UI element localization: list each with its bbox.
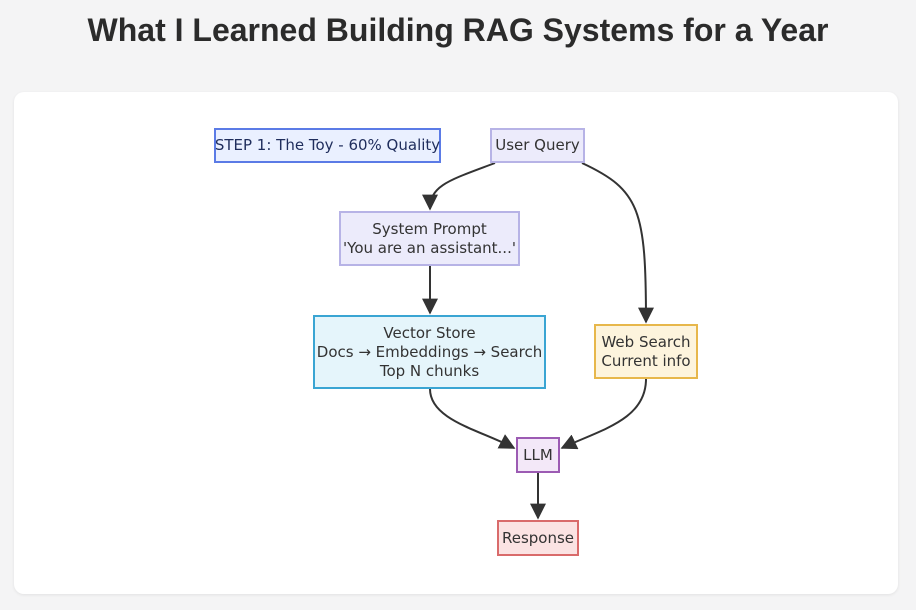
- vector-store-title: Vector Store: [383, 323, 476, 342]
- web-search-node: Web Search Current info: [594, 324, 698, 379]
- edge-query-to-prompt: [422, 162, 496, 211]
- step-label-text: STEP 1: The Toy - 60% Quality: [214, 136, 441, 154]
- llm-text: LLM: [523, 445, 553, 464]
- edge-websearch-to-llm: [560, 378, 647, 450]
- step-label-node: STEP 1: The Toy - 60% Quality: [214, 128, 441, 163]
- system-prompt-title: System Prompt: [372, 219, 487, 238]
- vector-store-pipeline: Docs → Embeddings → Search: [316, 342, 543, 361]
- response-node: Response: [497, 520, 579, 556]
- web-search-title: Web Search: [601, 332, 691, 351]
- system-prompt-node: System Prompt 'You are an assistant...': [339, 211, 520, 266]
- page-title: What I Learned Building RAG Systems for …: [87, 12, 829, 48]
- user-query-text: User Query: [495, 136, 580, 154]
- system-prompt-detail: 'You are an assistant...': [343, 238, 516, 257]
- vector-store-detail: Top N chunks: [379, 361, 480, 380]
- edge-query-to-websearch: [581, 162, 654, 324]
- web-search-detail: Current info: [601, 351, 691, 370]
- llm-node: LLM: [516, 437, 560, 473]
- edge-vector-to-llm: [429, 388, 516, 449]
- response-text: Response: [501, 528, 575, 547]
- vector-store-node: Vector Store Docs → Embeddings → Search …: [313, 315, 546, 389]
- user-query-node: User Query: [490, 128, 585, 163]
